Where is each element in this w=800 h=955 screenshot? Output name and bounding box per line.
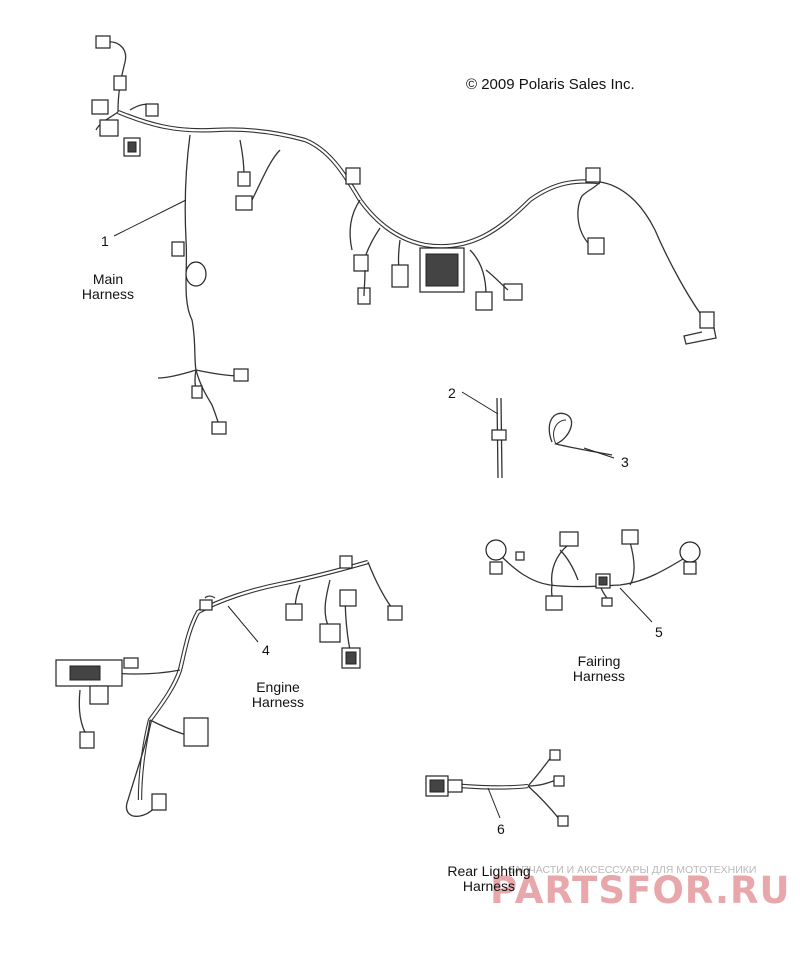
leader-lines	[113, 199, 653, 819]
engine-harness[interactable]	[55, 555, 403, 817]
main-harness-label-line-2: Harness	[82, 286, 134, 302]
rear-lighting-harness-label-line-2: Harness	[463, 878, 515, 894]
copyright-notice: © 2009 Polaris Sales Inc.	[466, 76, 635, 93]
callout-number-2: 2	[448, 385, 456, 401]
watermark-logo: PARTSFOR.RU	[490, 869, 791, 912]
main-harness[interactable]	[91, 35, 717, 435]
rear-lighting-harness-label-line-1: Rear Lighting	[447, 863, 530, 879]
callout-number-5: 5	[655, 624, 663, 640]
callout-number-3: 3	[621, 454, 629, 470]
engine-harness-label-line-2: Harness	[252, 694, 304, 710]
fairing-harness[interactable]	[485, 529, 701, 611]
callout-number-4: 4	[262, 642, 270, 658]
watermark-tagline: ЗАПЧАСТИ И АКСЕССУАРЫ ДЛЯ МОТОТЕХНИКИ	[508, 864, 756, 876]
main-harness-label-line-1: Main	[93, 271, 123, 287]
fairing-harness-label-line-1: Fairing	[578, 653, 621, 669]
part-3-cable-tie[interactable]	[548, 412, 613, 456]
callout-number-6: 6	[497, 821, 505, 837]
engine-harness-label-line-1: Engine	[256, 679, 300, 695]
fairing-harness-label-line-2: Harness	[573, 668, 625, 684]
part-2-cable-strap[interactable]	[491, 397, 507, 479]
callout-number-1: 1	[101, 233, 109, 249]
rear-lighting-harness[interactable]	[425, 749, 569, 827]
